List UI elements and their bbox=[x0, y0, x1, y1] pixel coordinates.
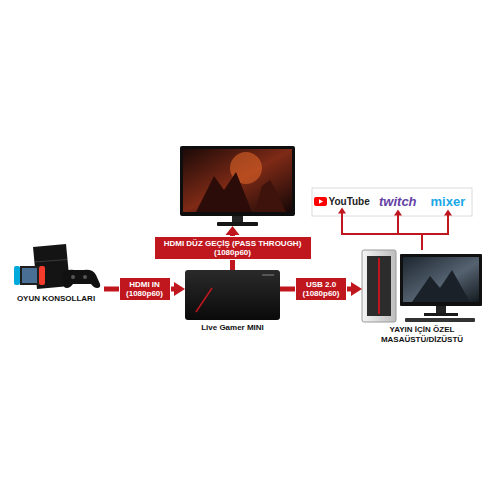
platform-frame bbox=[312, 188, 472, 216]
monitor bbox=[180, 146, 295, 226]
arrow-head bbox=[174, 282, 185, 296]
arrow-shaft bbox=[422, 215, 448, 251]
capture-device: Live Gamer MINI bbox=[185, 270, 280, 320]
node-label: Live Gamer MINI bbox=[201, 323, 264, 333]
console-group: OYUN KONSOLLARI bbox=[12, 243, 100, 291]
arrow-head bbox=[338, 208, 346, 214]
platform-name: twitch bbox=[379, 194, 417, 209]
node-label: YAYIN İÇİN ÖZEL MASAÜSTÜ/DİZÜSTÜ bbox=[372, 325, 472, 344]
node-label: OYUN KONSOLLARI bbox=[17, 294, 95, 304]
arrow-head bbox=[394, 210, 402, 216]
arrow-head bbox=[351, 282, 362, 296]
signal-label: USB 2.0 (1080p60) bbox=[295, 277, 347, 301]
pc-figure bbox=[362, 250, 482, 322]
signal-arrow bbox=[394, 210, 422, 251]
platform-logo: YouTube bbox=[311, 195, 374, 208]
platform-logo: twitch bbox=[376, 193, 420, 210]
signal-arrow bbox=[338, 208, 422, 251]
signal-label: HDMI IN (1080p60) bbox=[119, 277, 171, 301]
streaming-pc: YAYIN İÇİN ÖZEL MASAÜSTÜ/DİZÜSTÜ bbox=[362, 250, 482, 322]
signal-label: HDMI DÜZ GEÇİŞ (PASS THROUGH) (1080p60) bbox=[154, 236, 312, 260]
arrow-head bbox=[226, 226, 240, 235]
arrow-head bbox=[444, 210, 452, 216]
arrow-shaft bbox=[342, 213, 422, 251]
console-figure bbox=[14, 244, 100, 289]
monitor-figure bbox=[180, 146, 295, 226]
arrow-shaft bbox=[398, 215, 422, 251]
signal-arrow bbox=[422, 210, 452, 251]
platform-name: YouTube bbox=[329, 196, 370, 207]
platform-name: mixer bbox=[431, 194, 466, 209]
capture-device-figure bbox=[185, 270, 280, 320]
play-icon bbox=[314, 197, 327, 206]
platform-logo: mixer bbox=[428, 193, 469, 210]
